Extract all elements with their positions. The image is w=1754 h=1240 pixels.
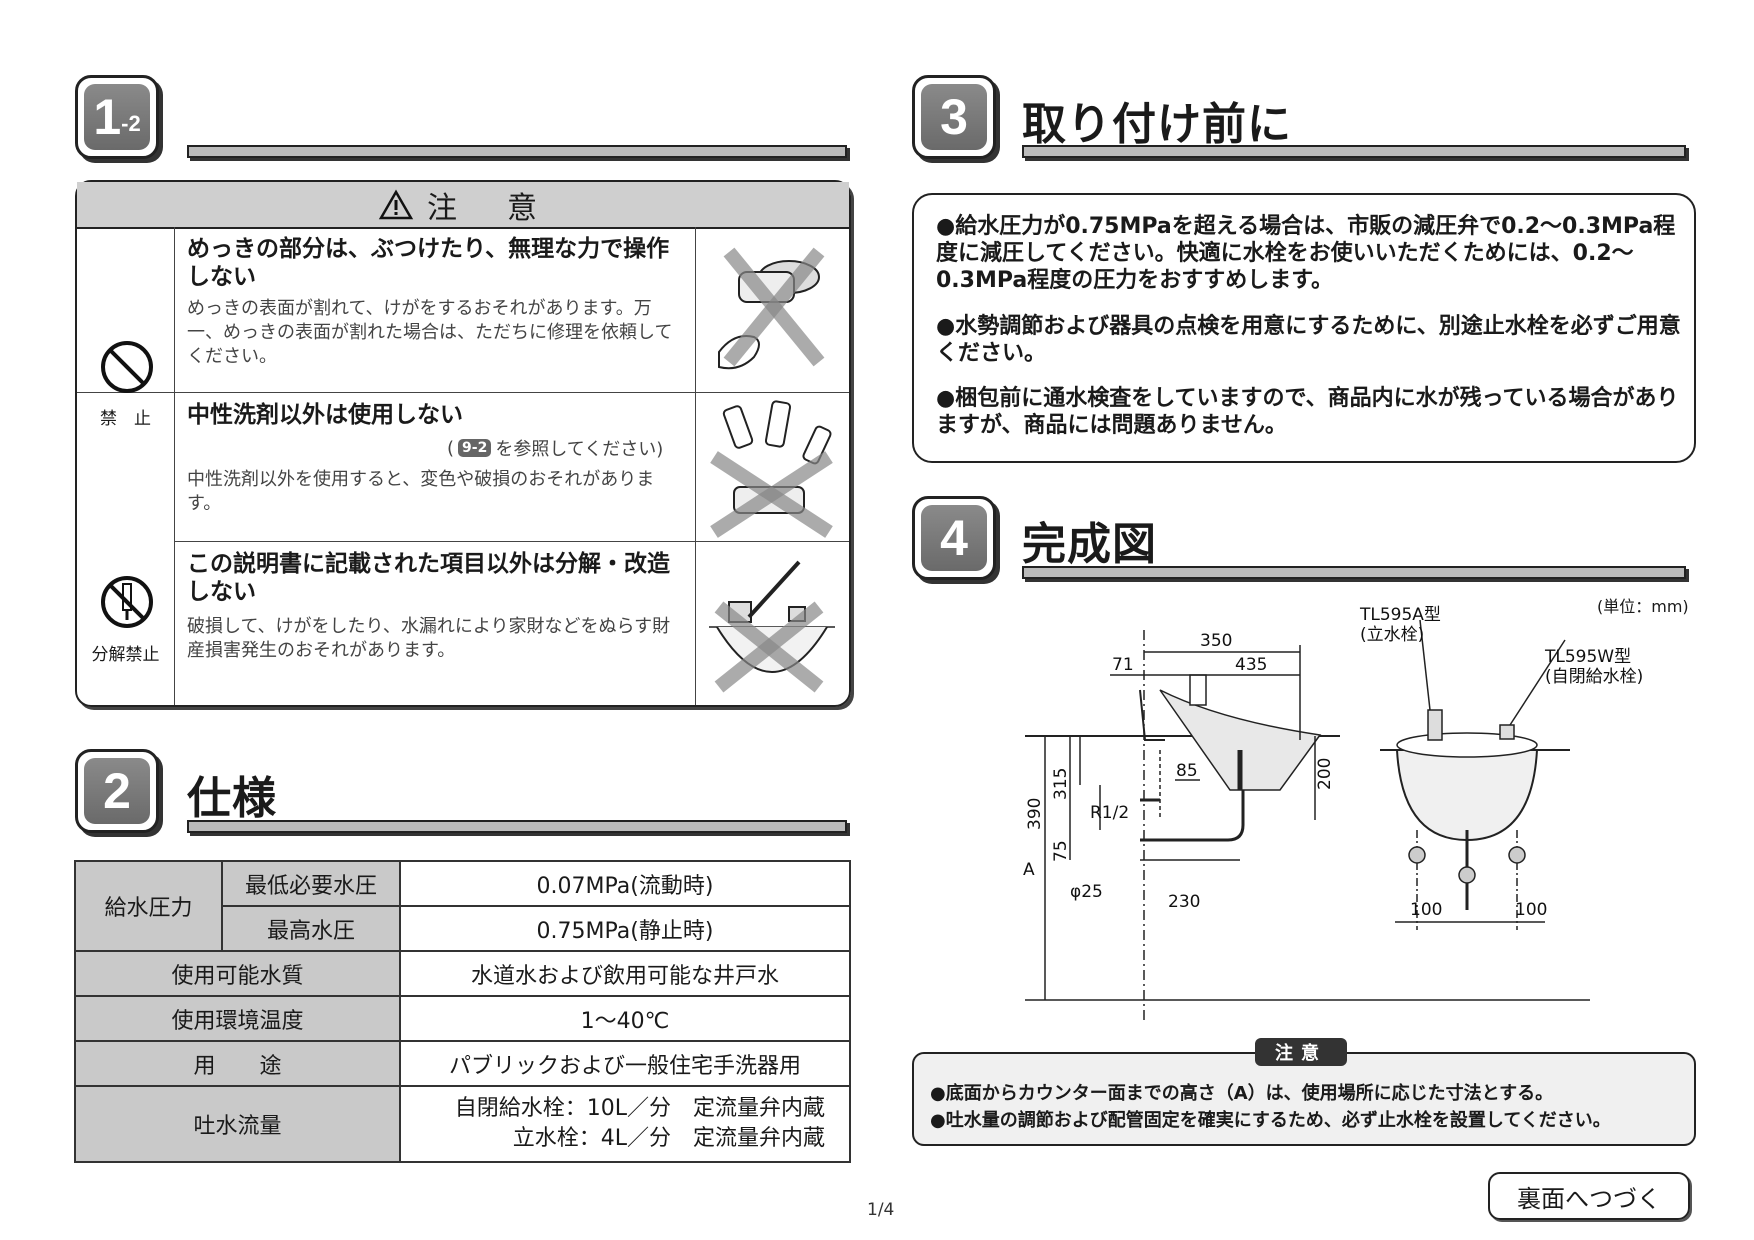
prohibited-label: 禁 止 [100, 409, 151, 429]
section-4-number: 4 [940, 510, 968, 566]
spec-use-label: 用 途 [74, 1040, 401, 1087]
caution-image-divider [695, 227, 696, 705]
ref-open-paren: ( [447, 437, 455, 459]
section-2-title: 仕様 [187, 773, 277, 824]
dim-100-right: 100 [1515, 900, 1547, 920]
spec-row-min-pressure: 給水圧力 最低必要水圧 0.07MPa(流動時) [74, 860, 851, 952]
caution-text-3: 破損して、けがをしたり、水漏れにより家財などをぬらす財産損害発生のおそれがありま… [187, 616, 671, 661]
section-1-2-badge: 1-2 [75, 75, 159, 159]
spec-flow-label: 吐水流量 [74, 1085, 401, 1163]
caution-text-2: 中性洗剤以外を使用すると、変色や破損のおそれがあります。 [187, 469, 655, 514]
section-4-title: 完成図 [1022, 519, 1157, 570]
section-2-number: 2 [103, 763, 131, 819]
caution-title: 注 意 [427, 190, 547, 226]
caution-box: 注 意 禁 止 分解禁止 めっきの部分は、ぶつけたり、無理な力で操作しない めっ… [75, 180, 851, 707]
dim-350: 350 [1200, 631, 1232, 651]
caution-heading-2: 中性洗剤以外は使用しない [187, 402, 463, 428]
section-4-rule [1022, 566, 1686, 579]
section-2-badge: 2 [75, 749, 159, 833]
dim-200: 200 [1315, 758, 1335, 790]
warning-box: ●底面からカウンター面までの高さ（A）は、使用場所に応じた寸法とする。 ●吐水量… [912, 1052, 1696, 1146]
note-2: ●水勢調節および器具の点検を用意にするために、別途止水栓を必ずご用意ください。 [936, 314, 1681, 366]
spec-min-value: 0.07MPa(流動時) [399, 860, 851, 907]
spec-row-max-pressure: 最高水圧 0.75MPa(静止時) [75, 905, 851, 952]
spec-row-quality: 使用可能水質 水道水および飲用可能な井戸水 [74, 950, 851, 997]
warning-line-2: ●吐水量の調節および配管固定を確実にするため、必ず止水栓を設置してください。 [930, 1110, 1611, 1131]
spec-flow-values: 自閉給水栓：10L／分 定流量弁内蔵 立水栓：4L／分 定流量弁内蔵 [399, 1085, 851, 1163]
spec-pressure-group: 給水圧力 [74, 860, 223, 952]
continue-on-back-label: 裏面へつづく [1488, 1172, 1690, 1220]
section-1-rule [187, 145, 847, 158]
dim-a: A [1023, 860, 1035, 880]
caution-symbol-column [77, 227, 175, 705]
spec-table: 給水圧力 最低必要水圧 0.07MPa(流動時) 最高水圧 0.75MPa(静止… [74, 860, 851, 1163]
section-3-badge: 3 [912, 75, 996, 159]
before-installation-notes: ●給水圧力が0.75MPaを超える場合は、市販の減圧弁で0.2～0.3MPa程度… [912, 193, 1696, 463]
caution-row-divider-1 [77, 227, 849, 393]
spec-max-value: 0.75MPa(静止時) [399, 905, 851, 952]
caution-row-divider-2 [174, 393, 849, 542]
no-disassembly-label: 分解禁止 [91, 645, 160, 665]
caution-text-1: めっきの表面が割れて、けがをするおそれがあります。万一、めっきの表面が割れた場合… [187, 298, 673, 367]
spec-max-label: 最高水圧 [221, 905, 401, 952]
model-a-desc: (立水栓) [1360, 625, 1424, 645]
note-3: ●梱包前に通水検査をしていますので、商品内に水が残っている場合がありますが、商品… [936, 386, 1679, 438]
model-a-label: TL595A型 [1359, 605, 1441, 625]
spec-flow-value-1: 自閉給水栓：10L／分 定流量弁内蔵 [454, 1096, 825, 1121]
dim-435: 435 [1235, 655, 1267, 675]
spec-row-flow: 吐水流量 自閉給水栓：10L／分 定流量弁内蔵 立水栓：4L／分 定流量弁内蔵 [74, 1085, 851, 1163]
section-2-rule [187, 820, 847, 833]
badge-sub: -2 [121, 111, 141, 136]
caution-heading-1: めっきの部分は、ぶつけたり、無理な力で操作しない [187, 236, 670, 290]
dim-100-left: 100 [1410, 900, 1442, 920]
section-3-rule [1022, 145, 1686, 158]
dim-85: 85 [1176, 761, 1198, 781]
ref-badge: 9-2 [458, 439, 492, 457]
plated-faucet-illustration-icon [718, 247, 825, 370]
spec-row-use: 用 途 パブリックおよび一般住宅手洗器用 [74, 1040, 851, 1087]
warning-triangle-icon [378, 188, 414, 219]
warning-tag: 注意 [1255, 1038, 1347, 1066]
caution-header: 注 意 [77, 182, 849, 229]
page-number: 1/4 [867, 1200, 895, 1220]
caution-heading-3: この説明書に記載された項目以外は分解・改造しない [187, 551, 670, 605]
dim-phi25: φ25 [1070, 882, 1103, 902]
dim-230: 230 [1168, 892, 1200, 912]
spec-temp-value: 1～40℃ [399, 995, 851, 1042]
unit-label: (単位：mm) [1597, 597, 1689, 616]
spec-temp-label: 使用環境温度 [74, 995, 401, 1042]
spec-row-temperature: 使用環境温度 1～40℃ [74, 995, 851, 1042]
spec-quality-label: 使用可能水質 [74, 950, 401, 997]
no-disassembly-illustration-icon [709, 560, 835, 693]
spec-min-label: 最低必要水圧 [221, 860, 401, 907]
dim-390: 390 [1025, 798, 1045, 830]
dim-75: 75 [1051, 840, 1071, 862]
no-disassembly-icon [101, 576, 153, 628]
ref-text: を参照してください) [495, 439, 664, 460]
completion-drawing: 350 71 435 200 390 315 85 R1/2 75 A φ25 … [1023, 605, 1643, 1020]
spec-quality-value: 水道水および飲用可能な井戸水 [399, 950, 851, 997]
dim-315: 315 [1051, 768, 1071, 800]
spec-use-value: パブリックおよび一般住宅手洗器用 [399, 1040, 851, 1087]
model-w-desc: (自閉給水栓) [1545, 667, 1643, 687]
section-4-badge: 4 [912, 496, 996, 580]
caution-reference: ( 9-2 を参照してください) [447, 435, 663, 461]
prohibited-icon [101, 341, 153, 393]
section-3-number: 3 [940, 89, 968, 145]
spec-flow-value-2: 立水栓：4L／分 定流量弁内蔵 [512, 1126, 825, 1151]
badge-main: 1 [93, 89, 122, 145]
note-1: ●給水圧力が0.75MPaを超える場合は、市販の減圧弁で0.2～0.3MPa程度… [936, 214, 1676, 293]
section-3-title: 取り付け前に [1022, 99, 1292, 150]
detergent-bottles-illustration-icon [710, 400, 833, 538]
warning-line-1: ●底面からカウンター面までの高さ（A）は、使用場所に応じた寸法とする。 [930, 1083, 1554, 1104]
dim-71: 71 [1112, 655, 1134, 675]
model-w-label: TL595W型 [1544, 647, 1631, 667]
dim-r12: R1/2 [1090, 803, 1129, 823]
